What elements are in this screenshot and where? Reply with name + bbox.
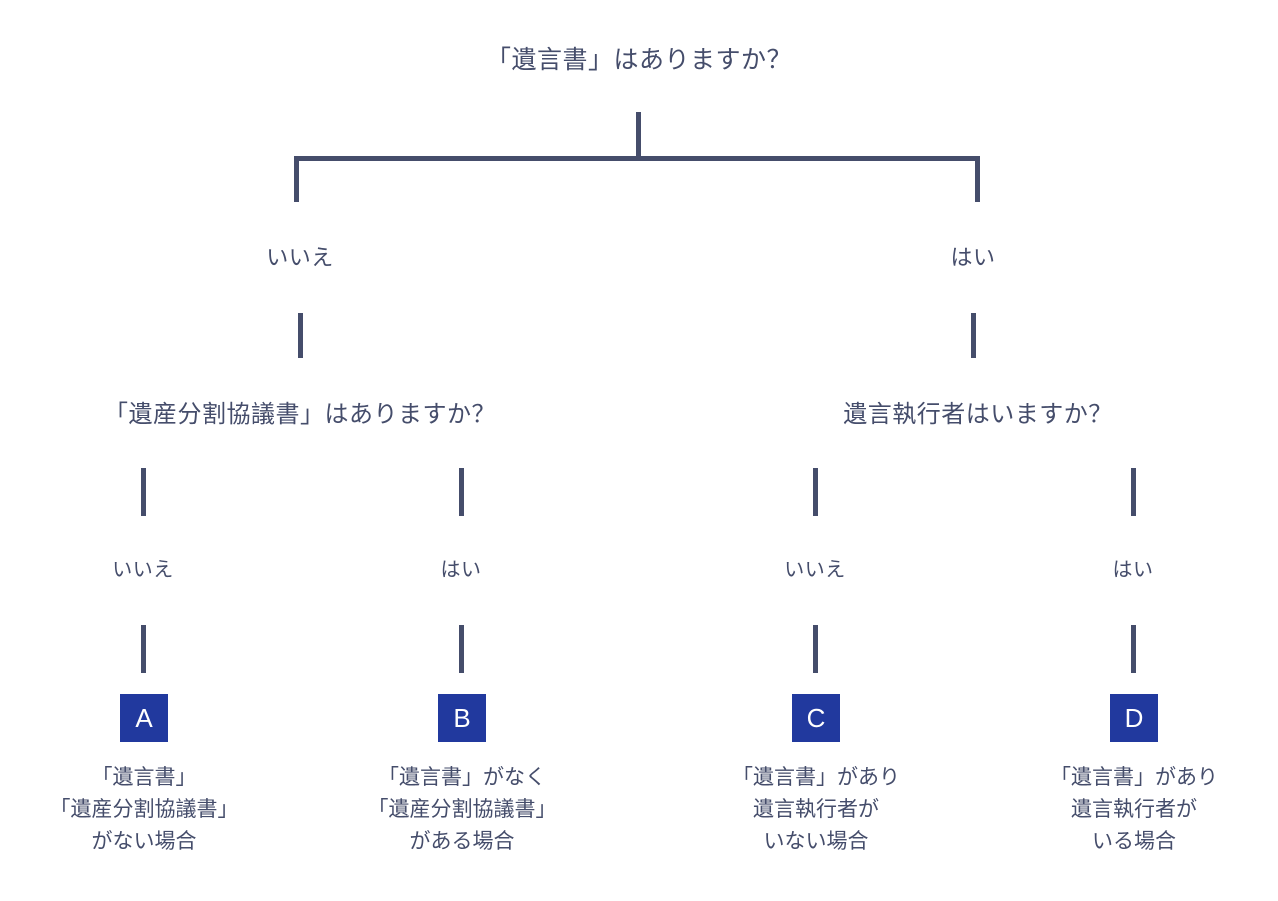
outcome-caption-a: 「遺言書」 「遺産分割協議書」 がない場合 <box>0 762 294 858</box>
subquestion-right: 遺言執行者はいますか？ <box>843 401 1113 428</box>
sub-right-branch-label-no: いいえ <box>784 559 846 581</box>
caption-c-line-3: いない場合 <box>763 829 869 853</box>
caption-d-line-1: 「遺言書」があり <box>1050 766 1218 789</box>
caption-d-line-3: いる場合 <box>1092 829 1176 853</box>
caption-b-line-3: がある場合 <box>409 829 515 853</box>
outcome-box-a[interactable]: A <box>120 694 168 742</box>
caption-b-line-1: 「遺言書」がなく <box>378 766 546 789</box>
caption-a-line-2: 「遺産分割協議書」 <box>49 797 239 821</box>
sub-right-branch-label-yes: はい <box>1112 559 1154 581</box>
caption-a-line-1: 「遺言書」 <box>91 766 197 789</box>
outcome-box-c[interactable]: C <box>792 694 840 742</box>
caption-c-line-1: 「遺言書」があり <box>732 766 900 789</box>
root-branch-label-yes: はい <box>950 245 996 270</box>
caption-b-line-2: 「遺産分割協議書」 <box>367 797 557 821</box>
caption-d-line-2: 遺言執行者が <box>1071 797 1197 821</box>
outcome-caption-d: 「遺言書」があり 遺言執行者が いる場合 <box>984 762 1278 858</box>
caption-a-line-3: がない場合 <box>91 829 197 853</box>
root-question: 「遺言書」はありますか？ <box>485 46 792 74</box>
caption-c-line-2: 遺言執行者が <box>753 797 879 821</box>
sub-left-branch-label-no: いいえ <box>112 559 174 581</box>
outcome-box-d[interactable]: D <box>1110 694 1158 742</box>
subquestion-left: 「遺産分割協議書」はありますか？ <box>104 401 496 428</box>
sub-left-branch-label-yes: はい <box>440 559 482 581</box>
root-branch-label-no: いいえ <box>266 245 334 270</box>
outcome-box-b[interactable]: B <box>438 694 486 742</box>
outcome-caption-c: 「遺言書」があり 遺言執行者が いない場合 <box>666 762 966 858</box>
outcome-caption-b: 「遺言書」がなく 「遺産分割協議書」 がある場合 <box>312 762 612 858</box>
